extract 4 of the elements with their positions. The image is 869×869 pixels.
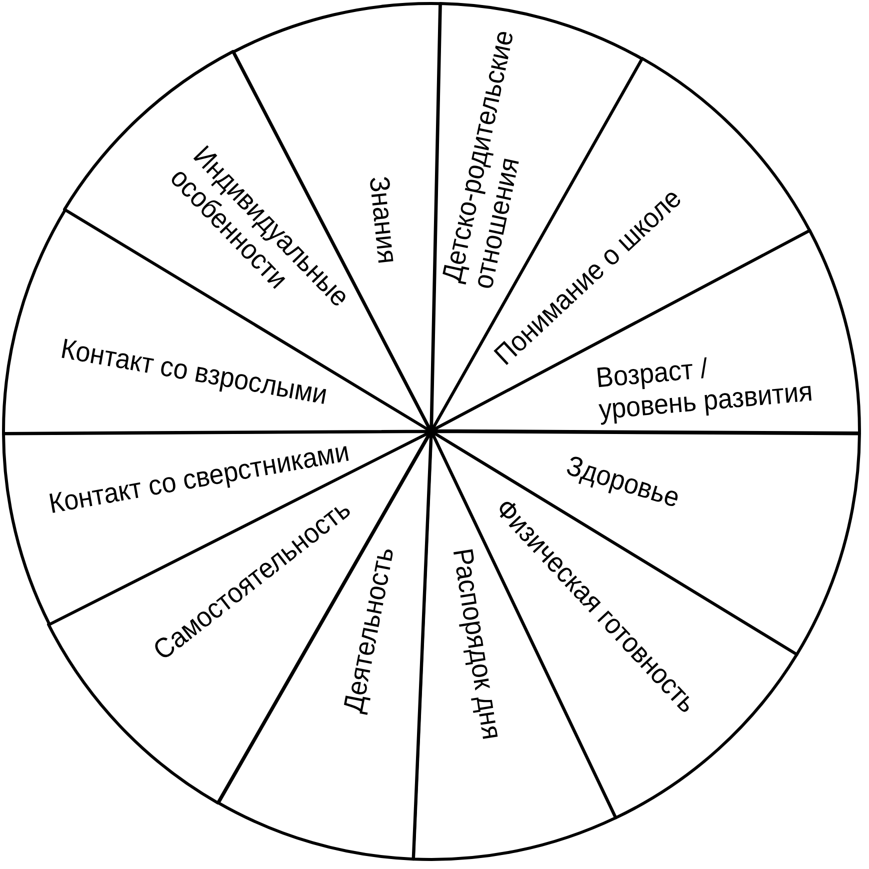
sector-label: Знания <box>362 174 404 266</box>
sector-label: Возраст / уровень развития <box>594 352 815 426</box>
sector-label: Контакт со взрослыми <box>58 332 330 412</box>
sector-label: Распорядок дня <box>446 546 508 742</box>
